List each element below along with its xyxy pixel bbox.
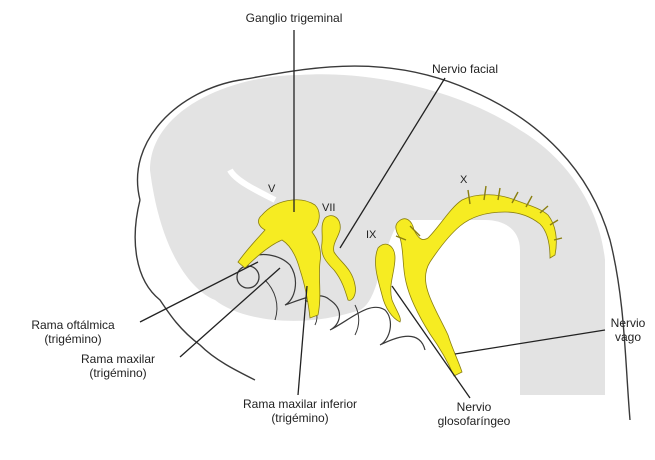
label-rama-maxilar: Rama maxilar (trigémino) [81,352,155,380]
label-rama-oftalmica: Rama oftálmica (trigémino) [31,318,114,346]
numeral-x: X [460,174,467,186]
label-rama-maxilar-inferior: Rama maxilar inferior (trigémino) [243,397,357,425]
label-rama-maxilar-line2: (trigémino) [81,366,155,380]
label-rama-oftalmica-line1: Rama oftálmica [31,318,114,332]
numeral-ix: IX [366,229,376,241]
nerve-ix-glossopharyngeal [375,244,400,322]
label-ganglio-trigeminal: Ganglio trigeminal [246,11,343,25]
numeral-vii: VII [322,202,335,214]
label-nervio-vago-line2: vago [611,330,646,344]
label-nervio-glosofaringeo-line1: Nervio [438,400,511,414]
label-nervio-glosofaringeo: Nervio glosofaríngeo [438,400,511,428]
label-nervio-vago-line1: Nervio [611,316,646,330]
label-nervio-facial: Nervio facial [432,62,498,76]
label-rama-maxilar-line1: Rama maxilar [81,352,155,366]
label-nervio-vago: Nervio vago [611,316,646,344]
numeral-v: V [268,183,275,195]
embryo-body-shading [150,74,605,395]
label-rama-oftalmica-line2: (trigémino) [31,332,114,346]
label-rama-maxilar-inferior-line2: (trigémino) [243,411,357,425]
label-nervio-glosofaringeo-line2: glosofaríngeo [438,414,511,428]
label-rama-maxilar-inferior-line1: Rama maxilar inferior [243,397,357,411]
